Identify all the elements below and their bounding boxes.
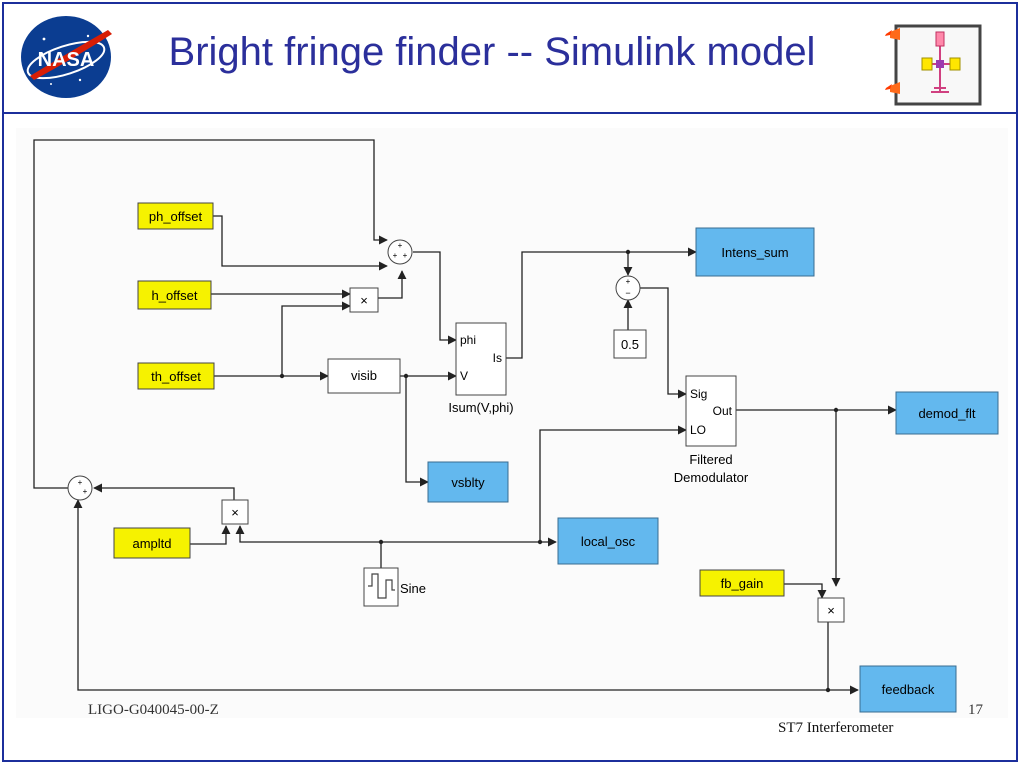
svg-text:+: + [626,277,631,286]
product-symbol: × [827,603,835,618]
footer-title: ST7 Interferometer [778,720,894,736]
svg-text:+: + [398,241,403,250]
footer-document-id: LIGO-G040045-00-Z [88,702,219,718]
sine-wave-icon [368,573,395,599]
block-constant-value: 0.5 [621,337,639,352]
block-feedback-label: feedback [882,682,935,697]
wire-visib-to-vsblty [405,376,429,487]
demod-port-lo: LO [690,423,706,437]
block-sine[interactable]: Sine [363,567,426,607]
isum-caption: Isum(V,phi) [448,400,513,415]
block-ampltd-label: ampltd [132,536,171,551]
wire-fb-gain [784,583,827,599]
sum-block-top[interactable]: + + + [387,239,413,265]
product-symbol: × [231,505,239,520]
nasa-logo: NASA [21,16,112,98]
page-number: 17 [968,702,983,718]
isum-port-is: Is [493,351,502,365]
sum-block-bottom[interactable]: + + [67,475,93,501]
block-fb-gain[interactable]: fb_gain [699,569,785,597]
block-ampltd[interactable]: ampltd [113,527,191,559]
block-h-offset[interactable]: h_offset [137,280,212,310]
product-block-top[interactable]: × [349,287,379,313]
block-ph-offset[interactable]: ph_offset [137,202,214,230]
block-intens-sum-label: Intens_sum [721,245,788,260]
block-vsblty-label: vsblty [451,475,485,490]
block-feedback[interactable]: feedback [859,665,957,713]
svg-text:+: + [393,251,398,260]
block-intens-sum[interactable]: Intens_sum [695,227,815,277]
block-fb-gain-label: fb_gain [721,576,764,591]
isum-port-phi: phi [460,333,476,347]
block-filtered-demodulator[interactable]: Sig Out LO Filtered Demodulator [674,375,749,485]
wire-loop-to-top-sum [33,139,388,489]
block-isum[interactable]: phi Is V Isum(V,phi) [448,322,514,415]
isum-port-v: V [460,369,468,383]
st7-interferometer-logo [885,24,982,106]
wire-sine-to-lo [539,425,687,542]
wire-th-branch [281,301,351,376]
block-visib-label: visib [351,368,377,383]
block-local-osc[interactable]: local_osc [557,517,659,565]
signal-wires [33,139,897,695]
block-constant[interactable]: 0.5 [613,329,647,359]
block-ph-offset-label: ph_offset [149,209,203,224]
svg-text:+: + [403,251,408,260]
nasa-logo-vector [30,30,112,80]
slide-title: Bright fringe finder -- Simulink model [168,30,816,74]
block-vsblty[interactable]: vsblty [427,461,509,503]
product-block-fb[interactable]: × [817,597,845,623]
nasa-logo-text: NASA [38,49,95,71]
demod-caption-line-1: Filtered [689,452,732,467]
block-th-offset[interactable]: th_offset [137,362,215,390]
wire-diff-to-sig [640,287,687,399]
svg-text:+: + [83,487,88,496]
header-divider [4,112,1018,114]
wire-sine-to-product [235,525,381,543]
demod-port-sig: Sig [690,387,707,401]
wire-product-to-sum-bottom [93,483,235,500]
svg-text:+: + [78,478,83,487]
wire-is-to-intens [506,247,697,359]
wire-ampltd [190,525,231,545]
block-sine-label: Sine [400,581,426,596]
junction-dots [279,249,839,693]
block-demod-flt-label: demod_flt [918,406,975,421]
wire-ph-offset [213,215,388,271]
product-symbol: × [360,293,368,308]
wire-sum-to-phi [413,251,457,345]
block-h-offset-label: h_offset [151,288,197,303]
product-block-ampltd[interactable]: × [221,499,249,525]
block-visib[interactable]: visib [327,358,401,394]
demod-caption-line-2: Demodulator [674,470,749,485]
wire-feedback-to-sum [73,499,828,691]
wire-product-to-sum [378,270,407,299]
simulink-diagram: ph_offset h_offset th_offset ampltd fb_g… [16,128,1008,718]
block-th-offset-label: th_offset [151,369,201,384]
block-local-osc-label: local_osc [581,534,636,549]
block-demod-flt[interactable]: demod_flt [895,391,999,435]
svg-text:−: − [625,288,630,298]
demod-port-out: Out [713,404,733,418]
sum-block-diff[interactable]: + − [615,275,641,301]
